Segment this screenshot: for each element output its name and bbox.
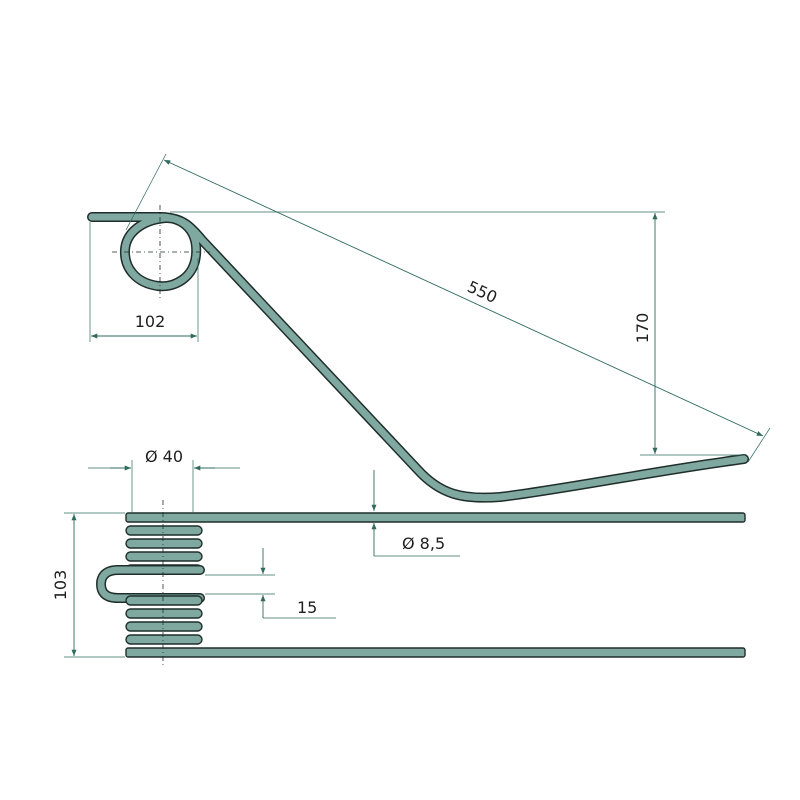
lower-tine-leg — [125, 647, 746, 658]
dimension-label-15: 15 — [297, 598, 317, 617]
side-view: 102 170 550 Ø 8,5 — [87, 153, 771, 557]
dimension-103: 103 — [51, 512, 125, 658]
lower-coil — [125, 595, 203, 645]
dimension-label-coil-diameter: Ø 40 — [145, 447, 183, 466]
dimension-coil-diameter: Ø 40 — [88, 447, 240, 512]
dimension-550: 550 — [125, 153, 771, 463]
dimension-label-wire-diameter: Ø 8,5 — [402, 534, 445, 553]
dimension-label-550: 550 — [464, 277, 500, 307]
connecting-loop — [96, 565, 205, 603]
dimension-170: 170 — [170, 211, 745, 456]
dimension-label-170: 170 — [633, 313, 652, 344]
dimension-label-102: 102 — [135, 312, 166, 331]
tine-side-profile — [87, 212, 749, 503]
dimension-15: 15 — [205, 548, 336, 619]
dimension-label-103: 103 — [51, 570, 70, 601]
upper-tine-leg — [125, 512, 746, 523]
dimension-wire-diameter: Ø 8,5 — [371, 470, 460, 557]
top-view: Ø 40 15 103 — [51, 447, 746, 665]
